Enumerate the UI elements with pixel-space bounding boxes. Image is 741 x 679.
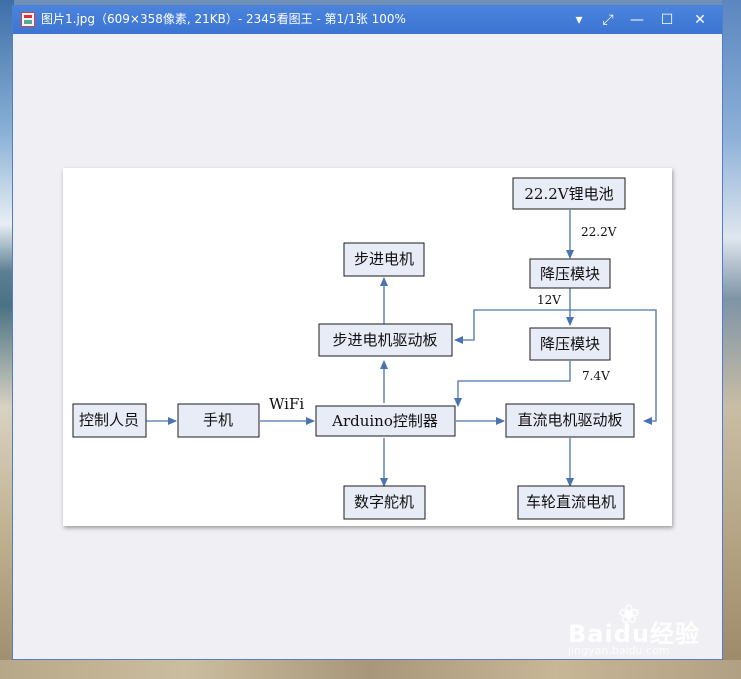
system-block-diagram: 22.2V锂电池 降压模块 降压模块 步进电机 步进电机驱动板 (72, 177, 657, 520)
box-stepper-driver-label: 步进电机驱动板 (332, 331, 437, 349)
box-servo-label: 数字舵机 (354, 493, 414, 511)
image-canvas[interactable]: 22.2V锂电池 降压模块 降压模块 步进电机 步进电机驱动板 (13, 34, 722, 659)
box-digital-servo: 数字舵机 (343, 485, 426, 520)
minimize-button[interactable]: — (630, 12, 644, 28)
displayed-image: 22.2V锂电池 降压模块 降压模块 步进电机 步进电机驱动板 (63, 168, 672, 526)
window-title: 图片1.jpg（609×358像素, 21KB）- 2345看图王 - 第1/1… (41, 12, 406, 26)
label-12v: 12V (537, 293, 561, 307)
box-stepper-driver: 步进电机驱动板 (318, 323, 453, 357)
fullscreen-button[interactable]: ⤢ (602, 12, 614, 28)
box-stepper-motor-label: 步进电机 (354, 250, 414, 268)
label-22v2: 22.2V (581, 225, 617, 239)
box-battery: 22.2V锂电池 (512, 177, 626, 210)
box-wheel-motor-label: 车轮直流电机 (526, 493, 616, 511)
watermark-url: jingyan.baidu.com (568, 644, 670, 657)
paw-icon: ❀ (618, 600, 640, 630)
box-operator: 控制人员 (72, 403, 147, 438)
box-wheel-dc-motor: 车轮直流电机 (517, 485, 625, 520)
label-7v4: 7.4V (582, 369, 610, 383)
arrow-12v-to-dc-driver (570, 309, 657, 425)
maximize-button[interactable]: ☐ (660, 12, 674, 28)
box-buck2-label: 降压模块 (540, 335, 600, 353)
box-operator-label: 控制人员 (79, 411, 139, 429)
box-stepper-motor: 步进电机 (343, 242, 425, 277)
box-arduino: Arduino控制器 (315, 405, 456, 437)
arrow-12v-to-stepper-driver (454, 309, 570, 344)
box-buck1-label: 降压模块 (540, 265, 600, 283)
box-arduino-label: Arduino控制器 (331, 412, 438, 430)
menu-dropdown-button[interactable]: ▾ (575, 12, 583, 28)
box-buck-converter-1: 降压模块 (529, 258, 611, 289)
desktop-background-left (0, 0, 14, 679)
box-dc-motor-driver: 直流电机驱动板 (505, 403, 635, 438)
label-wifi: WiFi (269, 395, 304, 413)
desktop-background-bottom (0, 660, 741, 679)
box-buck-converter-2: 降压模块 (529, 327, 611, 361)
app-picture-icon (21, 12, 35, 27)
close-button[interactable]: ✕ (694, 12, 706, 28)
box-phone: 手机 (177, 403, 260, 438)
box-battery-label: 22.2V锂电池 (524, 185, 613, 203)
title-bar[interactable]: 图片1.jpg（609×358像素, 21KB）- 2345看图王 - 第1/1… (13, 6, 722, 34)
desktop-background-right (722, 0, 741, 679)
image-viewer-window: 图片1.jpg（609×358像素, 21KB）- 2345看图王 - 第1/1… (12, 5, 723, 660)
connector-arrows (146, 210, 657, 487)
box-phone-label: 手机 (203, 411, 233, 429)
baidu-jingyan-watermark: ❀ Baidu经验 jingyan.baidu.com (568, 600, 708, 660)
box-dc-driver-label: 直流电机驱动板 (517, 411, 622, 429)
watermark-logo: Baidu经验 (568, 620, 700, 648)
arrow-7v4-to-arduino (454, 361, 571, 407)
